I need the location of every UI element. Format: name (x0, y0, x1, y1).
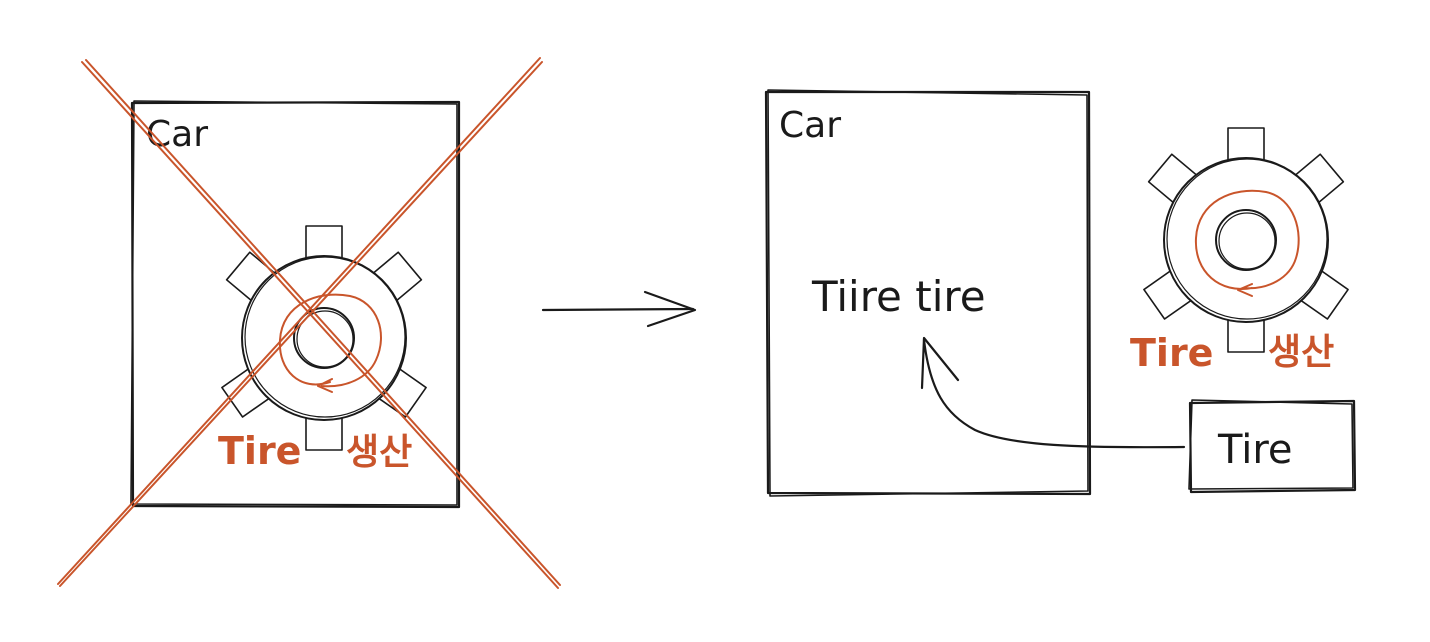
right-gear-icon (1142, 127, 1350, 353)
tire-box (1188, 399, 1357, 494)
right-gear-caption-en: Tire (1130, 331, 1213, 375)
cross-out-icon (57, 57, 561, 589)
right-car-box (764, 89, 1092, 497)
left-gear-caption-en: Tire (218, 429, 301, 473)
left-gear-caption-ko: 생산 (346, 432, 412, 473)
inject-arrow-icon (920, 336, 1186, 449)
left-gear-icon (220, 225, 428, 451)
right-arrow-icon (541, 290, 697, 328)
left-car-title: Car (146, 114, 208, 155)
right-car-title: Car (779, 105, 841, 146)
left-car-box (130, 100, 461, 509)
right-panel: Car Tiire tire Tire 생산 Tire (764, 89, 1357, 497)
right-rotation-icon (1194, 189, 1300, 297)
left-panel: Car Tire 생산 (57, 57, 561, 589)
tire-box-label: Tire (1217, 427, 1293, 473)
right-gear-caption-ko: 생산 (1268, 332, 1334, 373)
left-rotation-icon (278, 293, 382, 393)
car-field-text: Tiire tire (811, 272, 986, 321)
